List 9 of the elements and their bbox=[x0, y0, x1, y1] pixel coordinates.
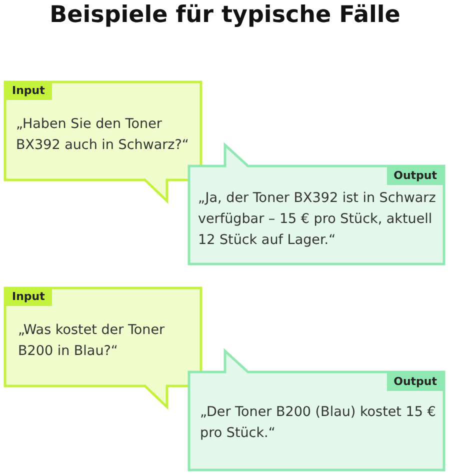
quote-text: „Der Toner B200 (Blau) kostet 15 € pro Stück.“ bbox=[200, 403, 437, 443]
tag-label: Input bbox=[5, 288, 52, 306]
quote-text: „Was kostet der Toner B200 in Blau?“ bbox=[18, 321, 166, 361]
title: Beispiele für typische Fälle bbox=[48, 2, 402, 28]
quote-text: „Ja, der Toner BX392 ist in Schwarz verfügbar – 15 € pro Stück, aktuell 12 Stück auf Lager.“ bbox=[198, 189, 437, 250]
tag-label: Input bbox=[5, 82, 52, 100]
quote-text: „Haben Sie den Toner BX392 auch in Schwarz?“ bbox=[16, 115, 190, 155]
tag-label: Output bbox=[386, 373, 444, 391]
tag-label: Output bbox=[386, 167, 444, 185]
